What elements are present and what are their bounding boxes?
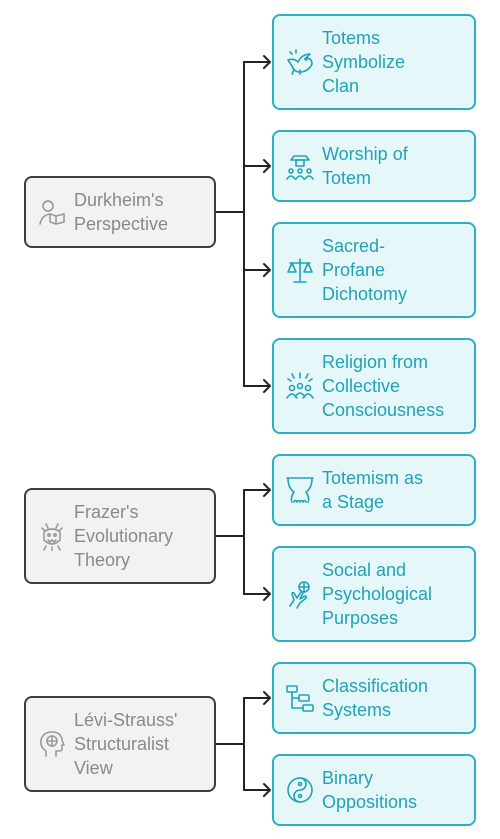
head-brain-icon: [36, 728, 68, 760]
leaf-label: Binary Oppositions: [322, 768, 418, 812]
leaf-label: Worship of Totem: [322, 144, 408, 188]
leaf-label: Totems Symbolize Clan: [322, 28, 406, 96]
leaf-label: Social and Psychological Purposes: [322, 560, 433, 628]
durkheim-perspective-node: Durkheim's Perspective: [24, 176, 216, 248]
leaf-religion-collective: Religion from Collective Consciousness: [272, 338, 476, 434]
group-label: Frazer's Evolutionary Theory: [74, 502, 174, 570]
leaf-label: Classification Systems: [322, 676, 429, 720]
leaf-social-psychological: Social and Psychological Purposes: [272, 546, 476, 642]
frazer-theory-node: Frazer's Evolutionary Theory: [24, 488, 216, 584]
hierarchy-icon: [284, 682, 316, 714]
leaf-label: Sacred- Profane Dichotomy: [322, 236, 408, 304]
reading-person-icon: [36, 196, 68, 228]
hand-brain-icon: [284, 578, 316, 610]
group-label: Durkheim's Perspective: [74, 190, 169, 234]
bird-icon: [284, 46, 316, 78]
leaf-label: Totemism as a Stage: [322, 468, 424, 512]
leaf-label: Religion from Collective Consciousness: [322, 352, 445, 420]
leaf-totems-symbolize-clan: Totems Symbolize Clan: [272, 14, 476, 110]
monster-icon: [36, 520, 68, 552]
leaf-classification-systems: Classification Systems: [272, 662, 476, 734]
worshippers-icon: [284, 150, 316, 182]
levi-strauss-view-node: Lévi-Strauss' Structuralist View: [24, 696, 216, 792]
leaf-sacred-profane: Sacred- Profane Dichotomy: [272, 222, 476, 318]
stage-curtain-icon: [284, 474, 316, 506]
leaf-totemism-stage: Totemism as a Stage: [272, 454, 476, 526]
leaf-binary-oppositions: Binary Oppositions: [272, 754, 476, 826]
leaf-worship-of-totem: Worship of Totem: [272, 130, 476, 202]
group-label: Lévi-Strauss' Structuralist View: [74, 710, 178, 778]
crowd-icon: [284, 370, 316, 402]
yin-yang-icon: [284, 774, 316, 806]
scales-icon: [284, 254, 316, 286]
